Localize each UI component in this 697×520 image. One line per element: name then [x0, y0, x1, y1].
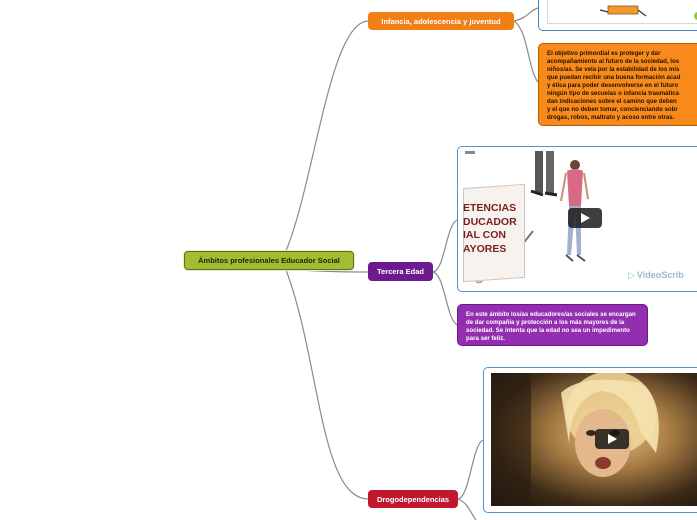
drogodependencias-video-thumbnail — [491, 373, 697, 506]
topic-tercera-edad[interactable]: Tercera Edad — [368, 262, 433, 281]
videoscribe-logo: VideoScrib — [628, 270, 684, 281]
connector-root-infancia — [285, 20, 369, 252]
connector-root-tercera — [299, 269, 369, 273]
topic-infancia[interactable]: Infancia, adolescencia y juventud — [368, 12, 514, 30]
connector-drogo-down — [457, 498, 477, 520]
connector-root-drogo — [285, 269, 369, 500]
central-topic[interactable]: Ámbitos profesionales Educador Social — [184, 251, 354, 270]
tercera-edad-description-note: En este ámbito los/as educadores/as soci… — [457, 304, 648, 346]
infancia-video-frame[interactable] — [538, 0, 697, 31]
connector-tercera-video — [432, 219, 458, 273]
play-icon[interactable] — [568, 208, 602, 228]
connector-drogo-video — [457, 439, 484, 500]
topic-drogodependencias[interactable]: Drogodependencias — [368, 490, 458, 508]
board-text: ETENCIAS DUCADOR IAL CON AYORES — [463, 202, 517, 255]
connector-tercera-note — [432, 271, 458, 326]
infancia-video-thumbnail — [547, 0, 697, 24]
infancia-description-note: El objetivo primordial es proteger y dar… — [538, 43, 697, 126]
connector-infancia-note — [513, 20, 539, 83]
play-icon[interactable] — [595, 429, 629, 449]
connector-infancia-video — [513, 7, 539, 22]
